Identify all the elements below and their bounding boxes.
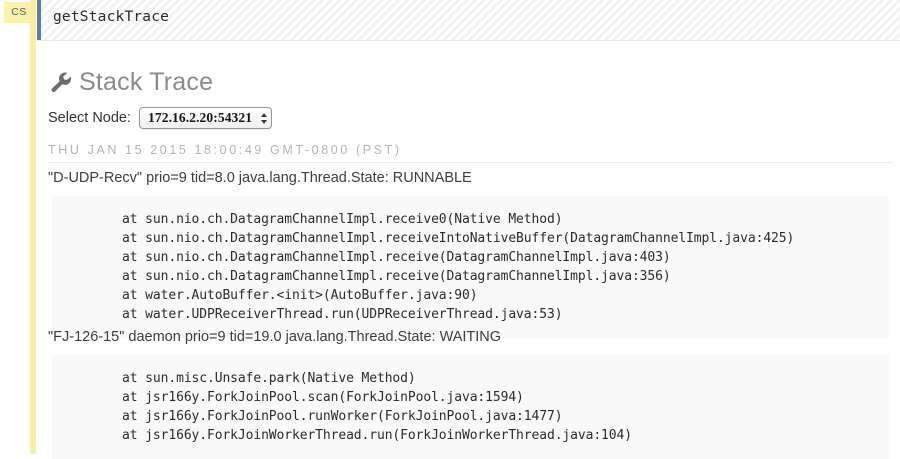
stack-frame: at sun.nio.ch.DatagramChannelImpl.receiv… [122, 212, 563, 227]
stepper-arrows-icon[interactable] [261, 112, 268, 124]
node-select[interactable]: 172.16.2.20:54321 [139, 107, 273, 129]
stack-trace-block: at sun.misc.Unsafe.park(Native Method) a… [52, 355, 889, 459]
node-selector-label: Select Node: [48, 110, 132, 126]
cell-output: Stack Trace Select Node: 172.16.2.20:543… [48, 41, 900, 459]
cell-type-badge: CS [4, 2, 34, 23]
stack-frame: at jsr166y.ForkJoinPool.scan(ForkJoinPoo… [122, 390, 524, 405]
stack-frame: at sun.misc.Unsafe.park(Native Method) [122, 371, 416, 386]
wrench-icon [51, 72, 71, 93]
stack-trace-block: at sun.nio.ch.DatagramChannelImpl.receiv… [52, 196, 889, 338]
stack-frame: at water.AutoBuffer.<init>(AutoBuffer.ja… [122, 288, 478, 303]
section-title-text: Stack Trace [79, 67, 214, 96]
thread-header: "D-UDP-Recv" prio=9 tid=8.0 java.lang.Th… [48, 170, 472, 186]
timestamp-divider [48, 162, 893, 163]
stack-frame: at water.UDPReceiverThread.run(UDPReceiv… [122, 307, 563, 322]
prompt-input-row[interactable]: getStackTrace [37, 0, 900, 41]
prompt-accent-bar [37, 0, 41, 40]
node-select-value: 172.16.2.20:54321 [148, 110, 253, 125]
trace-timestamp: THU JAN 15 2015 18:00:49 GMT-0800 (PST) [48, 143, 402, 157]
stack-frame: at sun.nio.ch.DatagramChannelImpl.receiv… [122, 269, 671, 284]
section-title: Stack Trace [48, 65, 213, 99]
stack-frame: at sun.nio.ch.DatagramChannelImpl.receiv… [122, 250, 671, 265]
stack-frame: at jsr166y.ForkJoinPool.runWorker(ForkJo… [122, 409, 563, 424]
prompt-input-text[interactable]: getStackTrace [53, 9, 170, 25]
thread-header: "FJ-126-15" daemon prio=9 tid=19.0 java.… [48, 329, 502, 345]
cell-selection-rail [30, 0, 36, 454]
stack-frame: at sun.nio.ch.DatagramChannelImpl.receiv… [122, 231, 795, 246]
chevron-down-icon [261, 119, 268, 124]
chevron-up-icon [261, 112, 268, 117]
node-selector-row: Select Node: 172.16.2.20:54321 [48, 107, 273, 129]
stack-frame: at jsr166y.ForkJoinWorkerThread.run(Fork… [122, 428, 632, 443]
